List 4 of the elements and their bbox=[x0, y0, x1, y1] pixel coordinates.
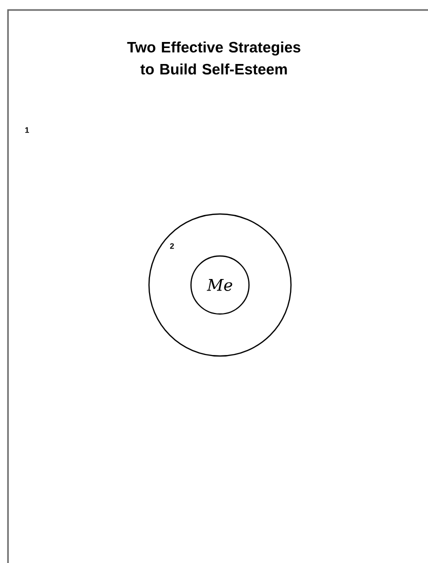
circle-label: Me bbox=[206, 279, 232, 291]
callout-number: 2 bbox=[170, 243, 174, 249]
title: Two Effective Strategies to Build Self-Esteem bbox=[127, 42, 300, 74]
callout-number: 1 bbox=[25, 127, 29, 133]
